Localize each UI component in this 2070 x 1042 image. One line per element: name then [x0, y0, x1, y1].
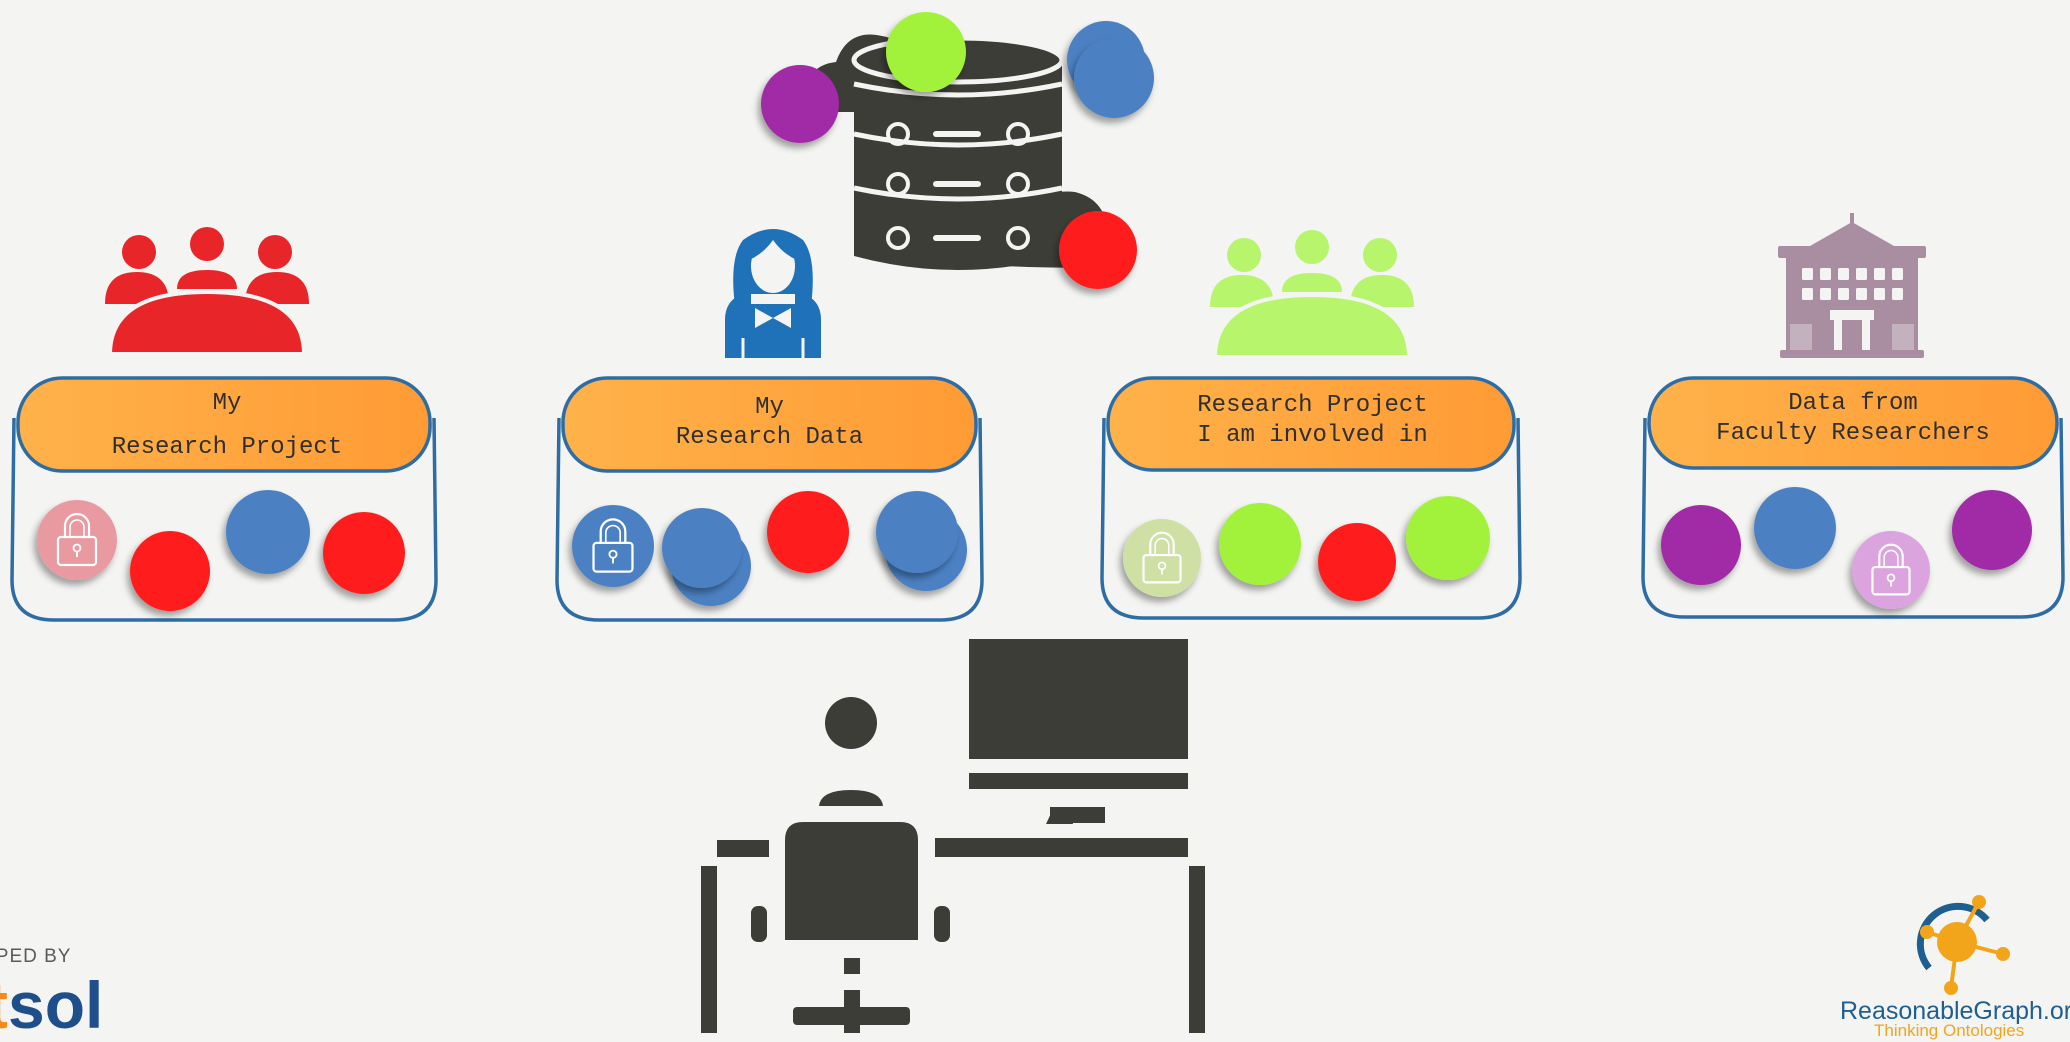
database-icon	[761, 12, 1154, 289]
panel-data-from-faculty	[1641, 213, 2065, 619]
panel-my-research-project	[10, 227, 438, 622]
data-dot	[1661, 505, 1741, 585]
locked-data-icon	[572, 505, 654, 587]
panel-frame	[1100, 417, 1522, 620]
researcher-icon	[725, 229, 821, 358]
data-dot	[876, 491, 967, 591]
data-dot	[1952, 490, 2032, 570]
reasonablegraph-tagline: Thinking Ontologies	[1874, 1021, 2025, 1040]
reasonablegraph-logo	[1916, 895, 2010, 995]
developer-logo: tsol	[0, 968, 104, 1042]
reasonablegraph-name: ReasonableGraph.org	[1840, 997, 2070, 1025]
panel-frame	[555, 417, 984, 622]
red-data-dot	[1059, 211, 1137, 289]
data-dot	[1406, 496, 1490, 580]
team-icon	[1210, 230, 1414, 359]
locked-data-icon	[37, 500, 117, 580]
panel-title-my-research-project: My Research Project	[111, 390, 343, 461]
panel-title-data-from-faculty: Data from Faculty Researchers	[1716, 390, 1990, 447]
blue-data-dot	[1074, 38, 1154, 118]
purple-data-dot	[761, 65, 839, 143]
data-dot	[1754, 487, 1836, 569]
panel-header	[1647, 376, 2059, 470]
developed-by-label: OPED BY	[0, 946, 72, 967]
panel-header	[16, 376, 432, 473]
panel-frame	[10, 417, 438, 622]
panel-research-project-involved	[1100, 230, 1522, 620]
faculty-building-icon	[1778, 213, 1926, 358]
data-dot	[767, 491, 849, 573]
data-dot	[1318, 523, 1396, 601]
panel-header	[1106, 376, 1516, 472]
locked-data-icon	[1852, 531, 1930, 609]
data-dot	[662, 508, 751, 606]
data-dot	[226, 490, 310, 574]
team-icon	[105, 227, 309, 356]
data-dot	[323, 512, 405, 594]
panel-title-research-project-involved: Research Project I am involved in	[1197, 392, 1428, 449]
data-dot	[130, 531, 210, 611]
user-at-desk-icon	[701, 639, 1205, 1033]
locked-data-icon	[1123, 519, 1201, 597]
data-dot	[1219, 503, 1301, 585]
panel-header	[561, 376, 978, 473]
panel-frame	[1641, 417, 2065, 619]
green-data-dot	[886, 12, 966, 92]
panel-title-my-research-data: My Research Data	[675, 394, 864, 451]
panel-my-research-data	[555, 229, 984, 622]
